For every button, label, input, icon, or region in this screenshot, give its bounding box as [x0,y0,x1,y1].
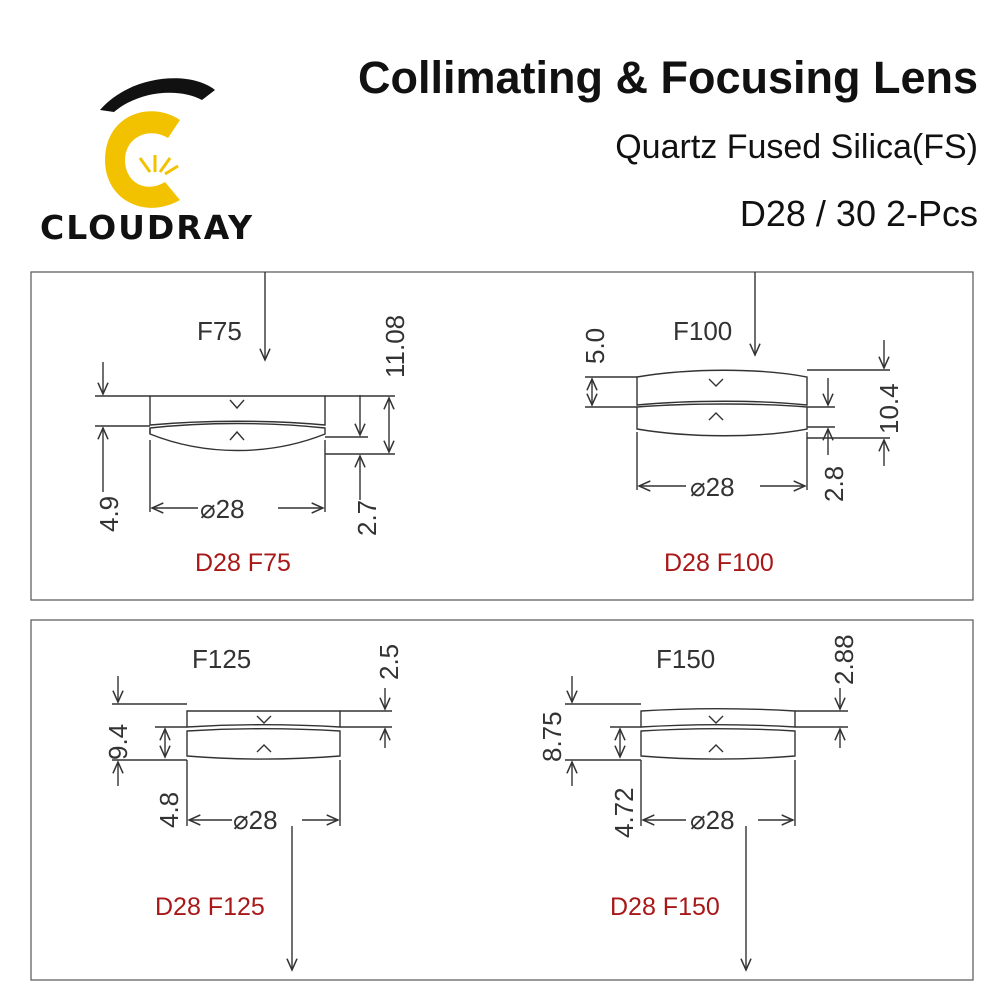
caption-f125: D28 F125 [155,893,265,921]
page-subtitle: Quartz Fused Silica(FS) [615,128,978,166]
lens-f125 [112,676,392,970]
f150-dim-inner: 4.72 [609,787,639,838]
logo-rays-icon [138,155,179,176]
caption-f100: D28 F100 [664,549,774,577]
f150-dim-total: 8.75 [537,711,567,762]
page-title: Collimating & Focusing Lens [357,52,978,103]
model-label: D28 / 30 2-Pcs [739,193,978,234]
f100-diameter-label: ⌀28 [690,472,735,502]
f125-focal-label: F125 [192,644,251,674]
f125-diameter-label: ⌀28 [233,805,278,835]
lens-f75 [95,272,395,512]
f75-dim-top: 2.7 [352,500,382,536]
f150-dim-top: 2.88 [829,634,859,685]
f100-dim-left: 5.0 [580,328,610,364]
f100-focal-label: F100 [673,316,732,346]
f125-dim-total: 9.4 [103,724,133,760]
f75-dim-left: 4.9 [94,496,124,532]
f75-dim-total: 11.08 [380,315,410,378]
f150-diameter-label: ⌀28 [690,805,735,835]
logo-swoosh-icon [100,78,215,112]
f100-dim-bottom: 2.8 [819,466,849,502]
f75-focal-label: F75 [197,316,242,346]
panel-bottom [30,619,974,981]
f75-diameter-label: ⌀28 [200,494,245,524]
panel-top [30,271,974,601]
f150-focal-label: F150 [656,644,715,674]
lens-f100 [585,272,890,490]
f100-dim-total: 10.4 [874,383,904,434]
logo-c-icon [105,111,180,208]
caption-f150: D28 F150 [610,893,720,921]
lens-f150 [565,676,848,970]
brand-name: CLOUDRAY [40,208,254,247]
f125-dim-inner: 4.8 [154,792,184,828]
f125-dim-top: 2.5 [374,644,404,680]
cloudray-logo [100,78,215,208]
caption-f75: D28 F75 [195,549,291,577]
